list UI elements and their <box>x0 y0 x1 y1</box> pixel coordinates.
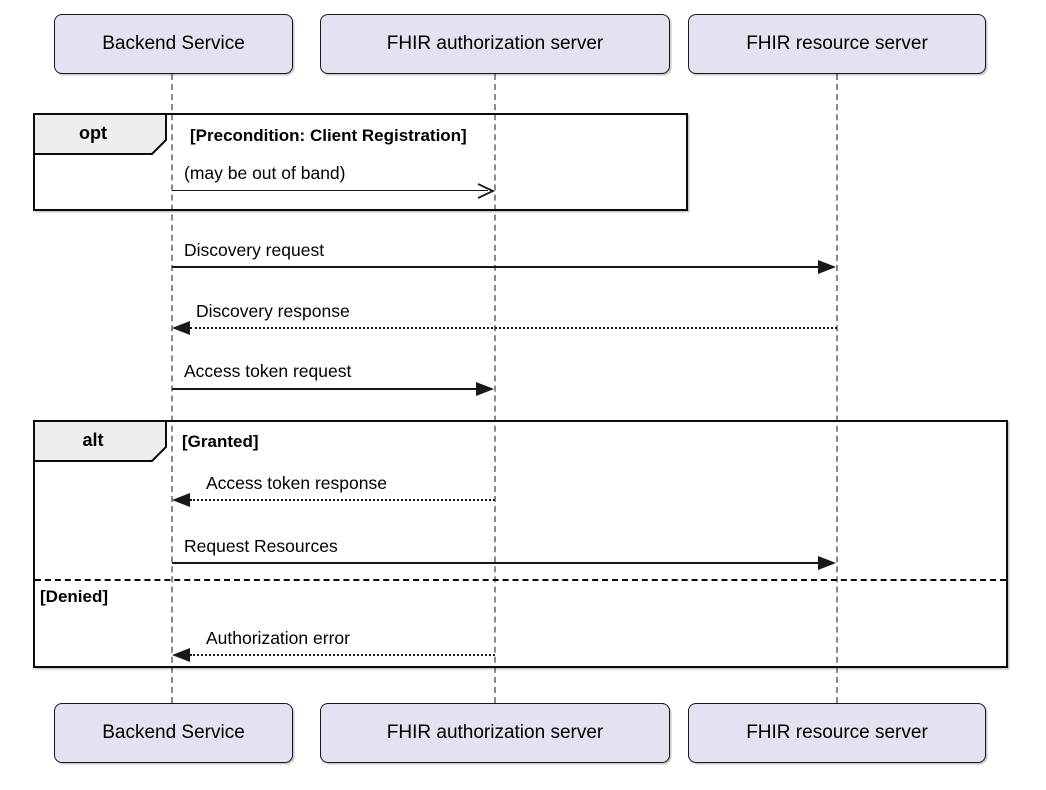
message-label-request-resources: Request Resources <box>184 536 338 556</box>
message-line-discovery-response <box>190 327 837 329</box>
participant-bottom-fhir-resource-server: FHIR resource server <box>688 703 986 763</box>
filled-arrowhead-right-icon <box>818 556 836 570</box>
participant-label: Backend Service <box>102 33 245 54</box>
filled-arrowhead-right-icon <box>818 260 836 274</box>
message-label-discovery-request: Discovery request <box>184 240 325 260</box>
opt-fragment-guard: [Precondition: Client Registration] <box>190 126 467 145</box>
alt-fragment-divider <box>35 579 1006 581</box>
alt-fragment-guard-denied: [Denied] <box>40 587 108 606</box>
alt-fragment-guard-granted: [Granted] <box>182 432 259 451</box>
participant-label: FHIR resource server <box>746 33 928 54</box>
filled-arrowhead-left-icon <box>172 493 190 507</box>
message-label-access-token-response: Access token response <box>206 473 387 493</box>
filled-arrowhead-right-icon <box>476 382 494 396</box>
message-line-discovery-request <box>172 266 818 268</box>
message-label-authorization-error: Authorization error <box>206 628 350 648</box>
filled-arrowhead-left-icon <box>172 648 190 662</box>
message-line-authorization-error <box>190 654 495 656</box>
opt-fragment-header-pentagon <box>33 113 167 155</box>
participant-top-fhir-authorization-server: FHIR authorization server <box>320 14 670 74</box>
open-arrowhead-icon <box>477 183 495 199</box>
filled-arrowhead-left-icon <box>172 321 190 335</box>
participant-label: FHIR resource server <box>746 722 928 743</box>
lifeline-fhir-authorization-server <box>494 74 496 703</box>
alt-fragment-box <box>33 420 1008 668</box>
message-label-discovery-response: Discovery response <box>196 301 350 321</box>
participant-label: FHIR authorization server <box>386 722 604 743</box>
alt-fragment-header-pentagon <box>33 420 167 462</box>
lifeline-fhir-resource-server <box>836 74 838 703</box>
opt-fragment-operator: opt <box>79 123 107 143</box>
participant-bottom-backend-service: Backend Service <box>54 703 293 763</box>
participant-label: Backend Service <box>102 722 245 743</box>
message-line-access-token-response <box>190 499 495 501</box>
message-label-may-be-out-of-band: (may be out of band) <box>184 163 346 183</box>
participant-bottom-fhir-authorization-server: FHIR authorization server <box>320 703 670 763</box>
message-line-may-be-out-of-band <box>172 190 488 191</box>
participant-label: FHIR authorization server <box>386 33 604 54</box>
participant-top-fhir-resource-server: FHIR resource server <box>688 14 986 74</box>
alt-fragment-operator: alt <box>82 430 104 450</box>
opt-fragment-box <box>33 113 688 211</box>
participant-top-backend-service: Backend Service <box>54 14 293 74</box>
message-line-access-token-request <box>172 388 476 390</box>
message-line-request-resources <box>172 562 818 564</box>
message-label-access-token-request: Access token request <box>184 361 352 381</box>
